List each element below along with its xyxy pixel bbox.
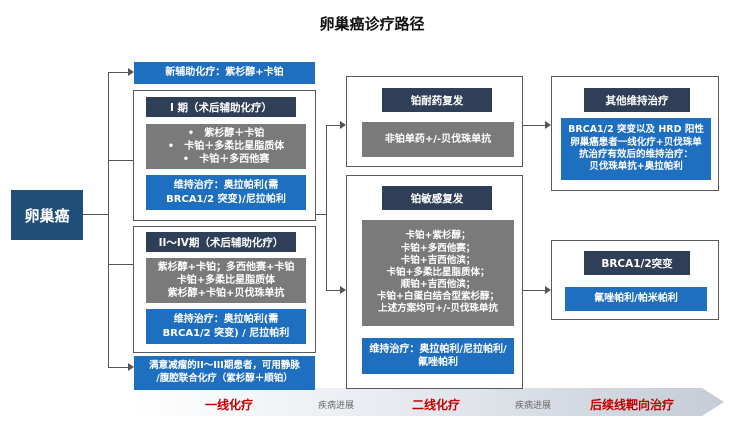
regimen-item: 卡铂+多西他赛； xyxy=(400,242,476,254)
maintenance-line: BRCA1/2 突变以及 HRD 阳性 xyxy=(568,124,704,136)
connector xyxy=(108,160,133,161)
platinum-resistant-header[interactable]: 铂耐药复发 xyxy=(382,88,492,112)
regimen-item: 卡铂+吉西他滨； xyxy=(400,254,476,266)
platinum-sensitive-header[interactable]: 铂敏感复发 xyxy=(382,186,492,210)
brca-mutation-regimen[interactable]: 氟唑帕利/帕米帕利 xyxy=(565,287,707,311)
regimen-item: 卡铂+紫杉醇； xyxy=(405,230,471,242)
connector xyxy=(523,125,545,126)
disease-progress-note-2: 疾病进展 xyxy=(515,401,552,411)
disease-progress-note-1: 疾病进展 xyxy=(318,401,355,411)
page-title: 卵巢癌诊疗路径 xyxy=(319,15,425,33)
platinum-sensitive-regimens[interactable]: 卡铂+紫杉醇； 卡铂+多西他赛； 卡铂+吉西他滨； 卡铂+多柔比星脂质体； 顺铂… xyxy=(362,220,514,326)
arrow-icon xyxy=(545,286,551,294)
maintenance-line: 贝伐珠单抗+奥拉帕利 xyxy=(589,161,683,173)
maintenance-line: 氟唑帕利 xyxy=(418,357,458,368)
platinum-sensitive-maintenance[interactable]: 维持治疗：奥拉帕利/尼拉帕利/ 氟唑帕利 xyxy=(362,338,514,374)
connector xyxy=(326,290,340,291)
regimen-item: 卡铂+多柔比星脂质体； xyxy=(386,266,490,278)
other-maintenance-text[interactable]: BRCA1/2 突变以及 HRD 阳性 卵巢癌患者一线化疗+贝伐珠单 抗治疗有效… xyxy=(561,118,711,180)
maintenance-line: 维持治疗：奥拉帕利(需 xyxy=(173,314,279,325)
stage1-maintenance[interactable]: 维持治疗：奥拉帕利(需 BRCA1/2 突变)/尼拉帕利 xyxy=(146,175,306,210)
stage1-regimens[interactable]: • 紫杉醇＋卡铂 • 卡铂＋多柔比星脂质体 • 卡铂＋多西他赛 xyxy=(146,124,306,169)
platinum-resistant-regimen[interactable]: 非铂单药+/-贝伐珠单抗 xyxy=(362,122,514,157)
stage2-4-regimens[interactable]: 紫杉醇+卡铂；多西他赛+卡铂 卡铂+多柔比星脂质体 紫杉醇+卡铂+贝伐珠单抗 xyxy=(146,258,306,303)
connector xyxy=(108,72,109,367)
brca-mutation-header[interactable]: BRCA1/2突变 xyxy=(584,251,690,275)
connector xyxy=(108,264,133,265)
regimen-item: 氟唑帕利/帕米帕利 xyxy=(594,293,678,305)
connector xyxy=(326,125,327,290)
regimen-item: 紫杉醇+卡铂+贝伐珠单抗 xyxy=(167,288,285,299)
connector xyxy=(316,214,326,215)
regimen-item: • 卡铂＋多柔比星脂质体 xyxy=(167,141,285,152)
connector xyxy=(108,367,128,368)
connector xyxy=(523,290,545,291)
arrow-icon xyxy=(340,121,346,129)
maintenance-line: BRCA1/2 突变)/尼拉帕利 xyxy=(166,193,286,205)
maintenance-line: 卵巢癌患者一线化疗+贝伐珠单 xyxy=(570,136,702,148)
connector xyxy=(108,72,128,73)
arrow-icon xyxy=(128,68,134,76)
arrow-icon xyxy=(545,121,551,129)
neoadjuvant-chemo-box[interactable]: 新辅助化疗：紫杉醇+卡铂 xyxy=(134,62,315,84)
later-line-label: 后续线靶向治疗 xyxy=(590,398,675,412)
stage1-header[interactable]: I 期（术后辅助化疗） xyxy=(146,97,296,117)
arrow-icon xyxy=(128,363,134,371)
progress-arrow xyxy=(130,388,724,416)
satisfied-line: 满意减瘤的II～III期患者，可用静脉 xyxy=(149,360,300,372)
other-maintenance-header[interactable]: 其他维持治疗 xyxy=(584,88,690,112)
stage2-4-header[interactable]: II～IV期（术后辅助化疗） xyxy=(146,232,296,252)
regimen-item: 非铂单药+/-贝伐珠单抗 xyxy=(384,134,492,145)
maintenance-line: BRCA1/2 突变) / 尼拉帕利 xyxy=(162,327,290,339)
arrow-icon xyxy=(340,286,346,294)
neoadjuvant-label: 新辅助化疗：紫杉醇+卡铂 xyxy=(165,67,284,79)
satisfied-debulking-box[interactable]: 满意减瘤的II～III期患者，可用静脉 /腹腔联合化疗（紫杉醇＋顺铂） xyxy=(134,356,315,390)
root-node-ovarian-cancer[interactable]: 卵巢癌 xyxy=(11,190,83,240)
second-line-label: 二线化疗 xyxy=(412,398,461,412)
regimen-item: 顺铂+吉西他滨； xyxy=(400,279,476,291)
regimen-item: 上述方案均可+/-贝伐珠单抗 xyxy=(378,303,498,315)
regimen-item: 紫杉醇+卡铂；多西他赛+卡铂 xyxy=(157,262,295,273)
satisfied-line: /腹腔联合化疗（紫杉醇＋顺铂） xyxy=(156,373,293,384)
regimen-item: • 卡铂＋多西他赛 xyxy=(182,154,270,165)
connector xyxy=(83,214,108,215)
connector xyxy=(326,125,340,126)
maintenance-line: 抗治疗有效后的维持治疗： xyxy=(578,149,693,160)
maintenance-line: 维持治疗：奥拉帕利/尼拉帕利/ xyxy=(369,343,507,355)
regimen-item: 卡铂+白蛋白结合型紫杉醇； xyxy=(377,291,499,303)
stage2-4-maintenance[interactable]: 维持治疗：奥拉帕利(需 BRCA1/2 突变) / 尼拉帕利 xyxy=(146,309,306,344)
maintenance-line: 维持治疗：奥拉帕利(需 xyxy=(173,180,279,191)
regimen-item: • 紫杉醇＋卡铂 xyxy=(187,128,265,139)
first-line-label: 一线化疗 xyxy=(205,398,254,412)
regimen-item: 卡铂+多柔比星脂质体 xyxy=(176,275,276,286)
